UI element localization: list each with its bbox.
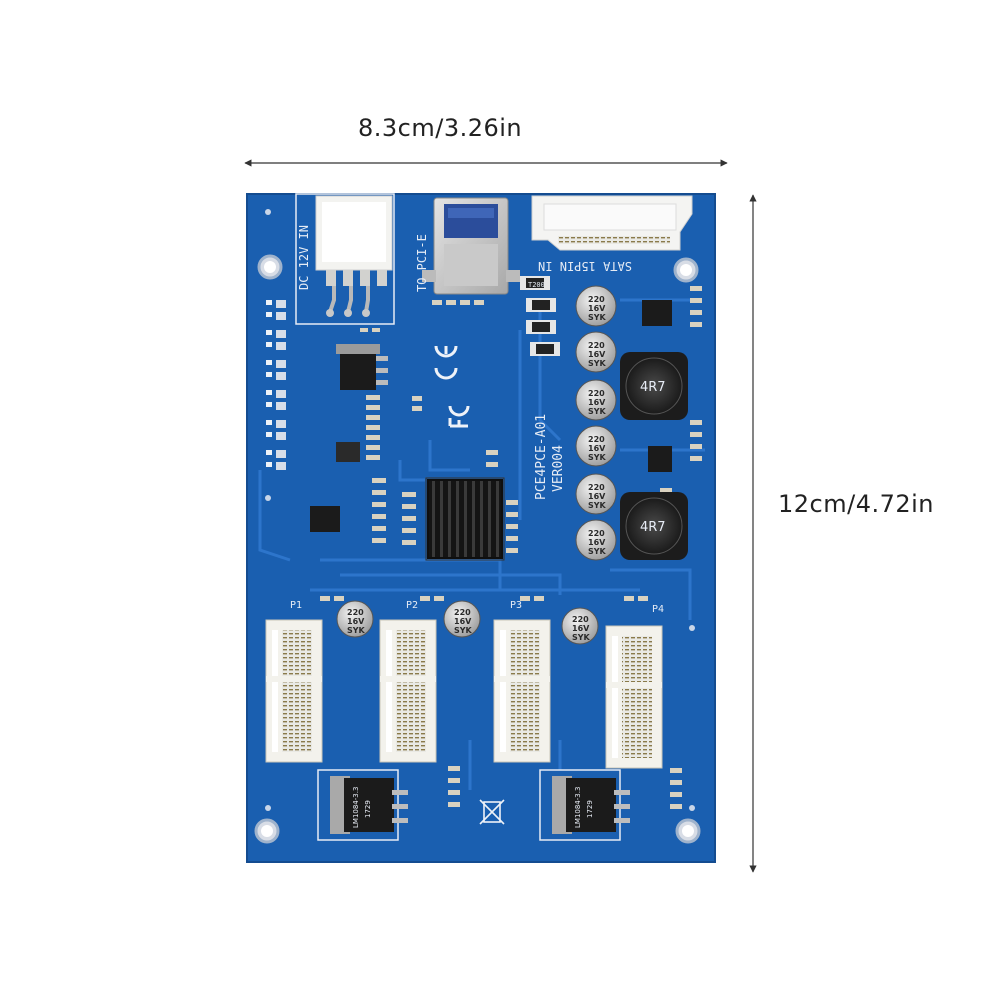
pcie-slot-1: P1 [265, 600, 323, 763]
board-version-label: VER004 [551, 445, 566, 492]
capacitor-value: 220 [572, 615, 589, 624]
usb-port [422, 197, 520, 295]
usb-label: TO PCI-E [415, 234, 429, 292]
capacitor-brand: SYK [572, 633, 591, 642]
fcc-logo [448, 405, 470, 428]
capacitor-voltage: 16V [588, 444, 606, 453]
capacitor-brand: SYK [588, 453, 607, 462]
slot-label: P4 [652, 604, 664, 615]
capacitor-voltage: 16V [588, 538, 606, 547]
smd-components [320, 286, 702, 809]
pcie-slot-4: P4 [605, 604, 664, 769]
regulator-part-number: LM1084-3.3 [352, 787, 360, 828]
voltage-regulator-top [336, 344, 388, 390]
capacitor-value: 220 [588, 435, 605, 444]
width-dimension-label: 8.3cm/3.26in [358, 114, 523, 142]
regulator-date-code: 1729 [364, 800, 372, 818]
chip-heatsink [425, 477, 505, 561]
slot-label: P3 [510, 600, 522, 611]
capacitor-value: 220 [454, 608, 471, 617]
capacitor-value: 220 [588, 295, 605, 304]
capacitor-voltage: 16V [454, 617, 472, 626]
small-ics [310, 300, 672, 532]
regulator-date-code: 1729 [586, 800, 594, 818]
capacitor-value: 220 [588, 341, 605, 350]
capacitor-brand: SYK [588, 313, 607, 322]
fuses: T200 [520, 276, 560, 356]
linear-regulators: LM1084-3.3 1729 LM1084-3.3 1729 [317, 769, 630, 841]
board-model-label: PCE4PCE-A01 [534, 414, 549, 500]
capacitor-brand: SYK [454, 626, 473, 635]
silkscreen-labels: DC 12V IN TO PCI-E SATA 15PIN IN PCE4PCE… [297, 225, 632, 500]
electrolytic-capacitors: 220 16V SYK 220 16V SYK 220 16V SYK 220 … [336, 285, 617, 645]
power-inductors: 4R7 4R7 [620, 352, 688, 560]
slot-label: P1 [290, 600, 302, 611]
capacitor-brand: SYK [588, 547, 607, 556]
sata-power-connector [531, 195, 693, 251]
inductor-label: 4R7 [640, 380, 666, 395]
pcie-x1-slots: P1 P2 P3 P4 [265, 600, 664, 769]
slot-label: P2 [406, 600, 418, 611]
ce-fcc-logos [434, 345, 505, 825]
capacitor-value: 220 [347, 608, 364, 617]
ce-logo [434, 345, 458, 380]
regulator-right: LM1084-3.3 1729 [539, 769, 630, 841]
inductor-label: 4R7 [640, 520, 666, 535]
dc-input-label: DC 12V IN [297, 225, 311, 290]
capacitor-voltage: 16V [572, 624, 590, 633]
capacitor-brand: SYK [588, 359, 607, 368]
pcie-slot-2: P2 [379, 600, 437, 763]
status-leds [266, 300, 286, 470]
capacitor-brand: SYK [588, 407, 607, 416]
pcb-board: T200 220 16V SYK 220 [246, 193, 716, 863]
height-dimension-label: 12cm/4.72in [778, 490, 935, 518]
molex-power-connector [295, 193, 395, 325]
sata-label: SATA 15PIN IN [538, 259, 632, 273]
capacitor-value: 220 [588, 483, 605, 492]
capacitor-voltage: 16V [588, 304, 606, 313]
pcie-slot-3: P3 [493, 600, 551, 763]
weee-bin-icon [479, 799, 505, 825]
capacitor-voltage: 16V [588, 398, 606, 407]
mounting-holes [254, 209, 701, 844]
regulator-left: LM1084-3.3 1729 [317, 769, 408, 841]
capacitor-voltage: 16V [588, 350, 606, 359]
capacitor-voltage: 16V [347, 617, 365, 626]
regulator-part-number: LM1084-3.3 [574, 787, 582, 828]
capacitor-value: 220 [588, 389, 605, 398]
capacitor-brand: SYK [347, 626, 366, 635]
capacitor-brand: SYK [588, 501, 607, 510]
capacitor-voltage: 16V [588, 492, 606, 501]
fuse-label: T200 [528, 281, 545, 289]
capacitor-value: 220 [588, 529, 605, 538]
